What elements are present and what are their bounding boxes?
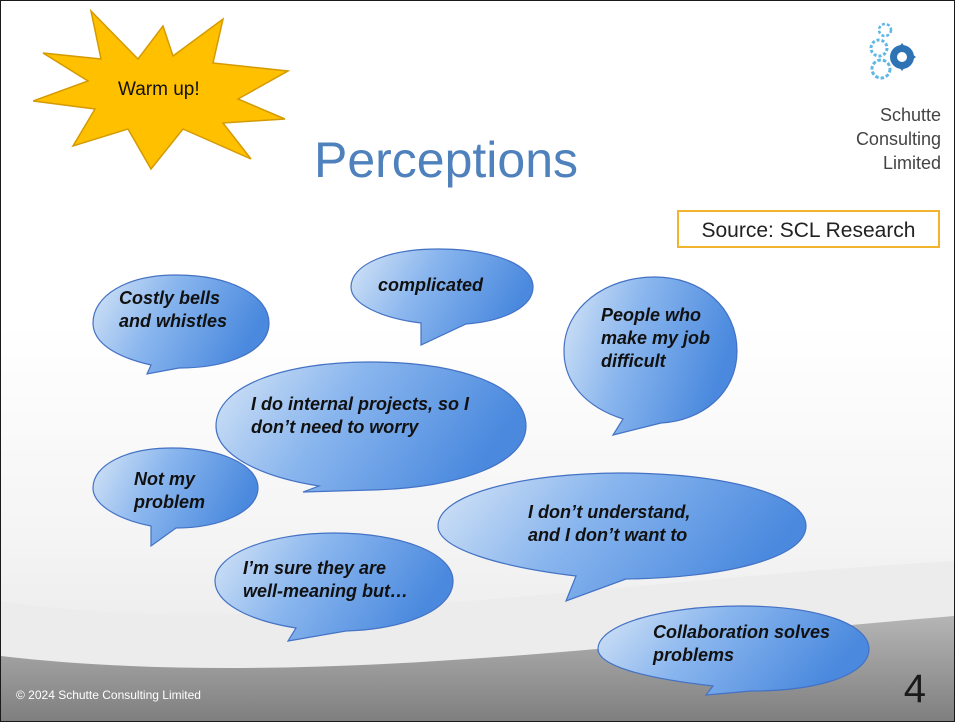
logo-line: Consulting bbox=[855, 129, 941, 149]
speech-bubble bbox=[597, 605, 870, 696]
speech-bubble bbox=[350, 248, 534, 346]
speech-bubble bbox=[214, 532, 454, 642]
company-logo-text: Schutte Consulting Limited bbox=[856, 103, 941, 175]
page-title: Perceptions bbox=[313, 132, 579, 188]
bubble-text: complicated bbox=[378, 275, 484, 295]
logo-line: Schutte bbox=[879, 105, 941, 125]
bubble-text: I don’t understand,and I don’t want to bbox=[528, 502, 691, 545]
logo-line: Limited bbox=[882, 153, 941, 173]
warmup-starburst bbox=[33, 8, 291, 171]
speech-bubble bbox=[563, 276, 738, 436]
speech-bubble bbox=[92, 447, 259, 548]
speech-bubble bbox=[437, 472, 807, 603]
page-number: 4 bbox=[903, 667, 926, 711]
speech-bubble bbox=[215, 361, 527, 493]
gears-logo-icon bbox=[869, 22, 916, 80]
speech-bubble bbox=[92, 274, 270, 375]
copyright-footer: © 2024 Schutte Consulting Limited bbox=[16, 688, 201, 702]
warmup-label: Warm up! bbox=[118, 79, 200, 100]
source-label: Source: SCL Research bbox=[677, 210, 940, 248]
